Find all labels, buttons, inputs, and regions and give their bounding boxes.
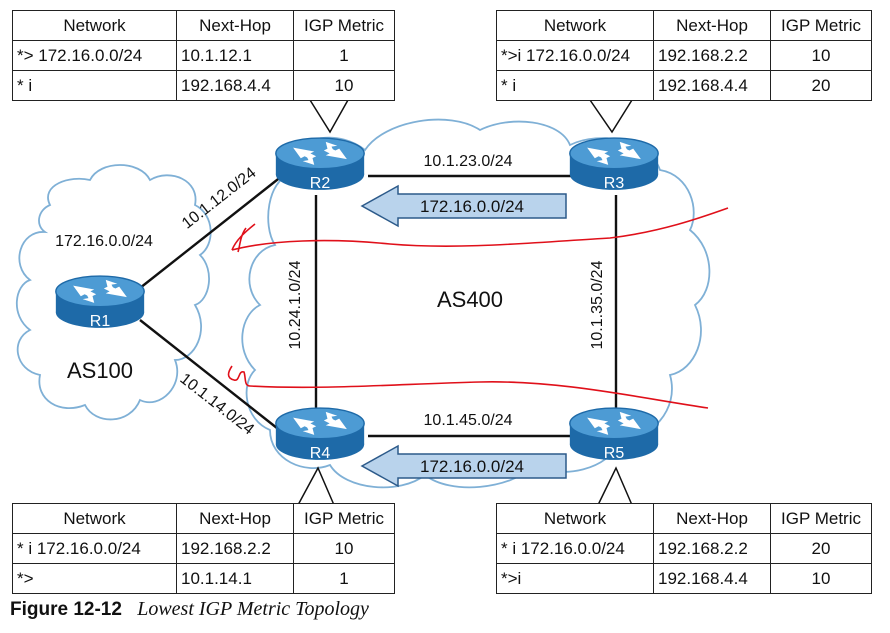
router-r4-label: R4 (310, 445, 331, 462)
link-r1-r2 (139, 175, 283, 289)
as100-prefix-label: 172.16.0.0/24 (55, 233, 153, 250)
header-igp-metric: IGP Metric (293, 503, 395, 534)
figure-caption: Figure 12-12 Lowest IGP Metric Topology (10, 598, 369, 621)
network-cell: * i (496, 70, 654, 101)
header-next-hop: Next-Hop (176, 503, 294, 534)
table-row: * i 172.16.0.0/24 192.168.2.2 10 (12, 533, 395, 564)
network-cell: *>i 172.16.0.0/24 (496, 40, 654, 71)
r5-callout-pointer (597, 466, 633, 506)
table-row: * i 172.16.0.0/24 192.168.2.2 20 (496, 533, 872, 564)
header-next-hop: Next-Hop (653, 503, 771, 534)
table-row: *>i 192.168.4.4 10 (496, 563, 872, 594)
prefix-arrow-top (360, 184, 567, 228)
annotation-red-top (231, 207, 729, 253)
as100-cloud (15, 164, 212, 421)
r5-bgp-table: Network Next-Hop IGP Metric * i 172.16.0… (496, 503, 872, 594)
r3-bgp-table: Network Next-Hop IGP Metric *>i 172.16.0… (496, 10, 872, 101)
annotation-red-bottom (227, 365, 709, 409)
network-cell: * i 172.16.0.0/24 (496, 533, 654, 564)
igp-metric-cell: 20 (770, 70, 872, 101)
next-hop-cell: 192.168.4.4 (653, 563, 771, 594)
as400-cloud (241, 118, 711, 489)
r2-callout-pointer (309, 99, 349, 134)
router-r4[interactable]: R4 (275, 407, 365, 462)
link-r2-r4-label: 10.24.1.0/24 (287, 260, 304, 349)
router-r2-label: R2 (310, 175, 331, 192)
table-row: * i 192.168.4.4 20 (496, 70, 872, 101)
router-r1[interactable]: R1 (55, 275, 145, 330)
igp-metric-cell: 1 (293, 40, 395, 71)
link-r2-r3-label: 10.1.23.0/24 (424, 153, 513, 170)
r4-bgp-table: Network Next-Hop IGP Metric * i 172.16.0… (12, 503, 395, 594)
header-network: Network (12, 503, 177, 534)
header-igp-metric: IGP Metric (770, 503, 872, 534)
next-hop-cell: 192.168.2.2 (653, 533, 771, 564)
prefix-arrow-bottom (360, 444, 567, 488)
r3-callout-pointer (589, 99, 633, 134)
next-hop-cell: 192.168.4.4 (653, 70, 771, 101)
header-igp-metric: IGP Metric (293, 10, 395, 41)
link-r4-r5-label: 10.1.45.0/24 (424, 412, 513, 429)
igp-metric-cell: 10 (770, 563, 872, 594)
table-row: *> 172.16.0.0/24 10.1.12.1 1 (12, 40, 395, 71)
r4-callout-pointer (297, 466, 335, 506)
igp-metric-cell: 10 (770, 40, 872, 71)
r2-bgp-table: Network Next-Hop IGP Metric *> 172.16.0.… (12, 10, 395, 101)
igp-metric-cell: 20 (770, 533, 872, 564)
figure-number: Figure 12-12 (10, 599, 122, 620)
as400-label: AS400 (437, 287, 503, 312)
link-r1-r4 (139, 319, 283, 433)
header-network: Network (12, 10, 177, 41)
router-r1-label: R1 (90, 313, 111, 330)
table-row: *>i 172.16.0.0/24 192.168.2.2 10 (496, 40, 872, 71)
as100-label: AS100 (67, 358, 133, 383)
router-r2[interactable]: R2 (275, 137, 365, 192)
header-network: Network (496, 10, 654, 41)
igp-metric-cell: 10 (293, 70, 395, 101)
router-r5[interactable]: R5 (569, 407, 659, 462)
arrow-bottom-label: 172.16.0.0/24 (420, 457, 524, 476)
router-r5-label: R5 (604, 445, 625, 462)
table-row: *> 10.1.14.1 1 (12, 563, 395, 594)
arrow-top-label: 172.16.0.0/24 (420, 197, 524, 216)
next-hop-cell: 192.168.2.2 (653, 40, 771, 71)
network-cell: * i (12, 70, 177, 101)
network-cell: *> (12, 563, 177, 594)
header-network: Network (496, 503, 654, 534)
next-hop-cell: 10.1.14.1 (176, 563, 294, 594)
next-hop-cell: 192.168.2.2 (176, 533, 294, 564)
header-next-hop: Next-Hop (653, 10, 771, 41)
link-r3-r5-label: 10.1.35.0/24 (589, 260, 606, 349)
network-cell: *> 172.16.0.0/24 (12, 40, 177, 71)
table-row: * i 192.168.4.4 10 (12, 70, 395, 101)
link-r1-r2-label: 10.1.12.0/24 (179, 164, 260, 232)
router-r3-label: R3 (604, 175, 625, 192)
figure-title: Lowest IGP Metric Topology (137, 598, 369, 620)
igp-metric-cell: 10 (293, 533, 395, 564)
router-r3[interactable]: R3 (569, 137, 659, 192)
header-igp-metric: IGP Metric (770, 10, 872, 41)
next-hop-cell: 10.1.12.1 (176, 40, 294, 71)
network-cell: *>i (496, 563, 654, 594)
network-cell: * i 172.16.0.0/24 (12, 533, 177, 564)
next-hop-cell: 192.168.4.4 (176, 70, 294, 101)
igp-metric-cell: 1 (293, 563, 395, 594)
header-next-hop: Next-Hop (176, 10, 294, 41)
